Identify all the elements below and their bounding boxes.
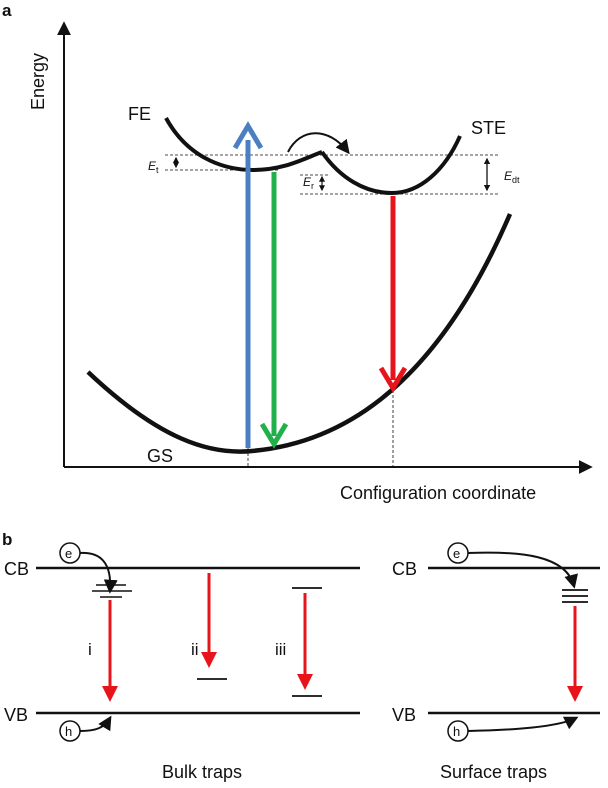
bulk-recombination-arrow-i <box>102 600 118 702</box>
surface-hole-capture-arrow <box>467 716 579 732</box>
surface-vb-label: VB <box>392 705 416 725</box>
panel-a-label: a <box>2 1 12 20</box>
bulk-path-label-i: i <box>88 640 92 659</box>
panel-a: a Energy Configuration coordinate <box>2 1 593 503</box>
gs-curve <box>86 213 513 454</box>
ste-emission-arrow <box>378 196 408 393</box>
ste-curve <box>320 135 462 196</box>
bulk-path-label-ii: ii <box>191 640 199 659</box>
fe-label: FE <box>128 104 151 124</box>
bulk-path-label-iii: iii <box>275 640 286 659</box>
y-axis-label: Energy <box>28 53 48 110</box>
bulk-electron-label: e <box>65 546 72 561</box>
edt-label: Edt <box>504 169 520 185</box>
bulk-recombination-arrow-iii <box>297 593 313 690</box>
bulk-hole-capture-arrow <box>79 715 112 732</box>
bulk-recombination-arrow-ii <box>201 573 217 668</box>
gs-label: GS <box>147 446 173 466</box>
panel-b-label: b <box>2 530 12 549</box>
surface-recombination-arrow <box>567 606 583 702</box>
surface-electron-capture-arrow <box>467 551 578 589</box>
et-label: Et <box>148 159 159 175</box>
fe-emission-arrow <box>259 172 289 449</box>
bulk-electron-capture-arrow <box>79 551 118 594</box>
surface-cb-label: CB <box>392 559 417 579</box>
panel-b: b CB VB e i <box>2 530 600 782</box>
bulk-traps-caption: Bulk traps <box>162 762 242 782</box>
er-label: Er <box>303 175 314 191</box>
surface-hole-label: h <box>453 724 460 739</box>
surface-traps-diagram: CB VB e h Surface traps <box>392 542 600 782</box>
x-axis-label: Configuration coordinate <box>340 483 536 503</box>
absorption-arrow <box>232 121 264 448</box>
bulk-cb-label: CB <box>4 559 29 579</box>
bulk-traps-diagram: CB VB e i ii <box>4 542 360 782</box>
bulk-vb-label: VB <box>4 705 28 725</box>
surface-electron-label: e <box>453 546 460 561</box>
surface-traps-caption: Surface traps <box>440 762 547 782</box>
fe-to-ste-transfer-arrow <box>287 132 350 155</box>
fe-curve <box>164 117 323 173</box>
ste-label: STE <box>471 118 506 138</box>
bulk-hole-label: h <box>65 724 72 739</box>
